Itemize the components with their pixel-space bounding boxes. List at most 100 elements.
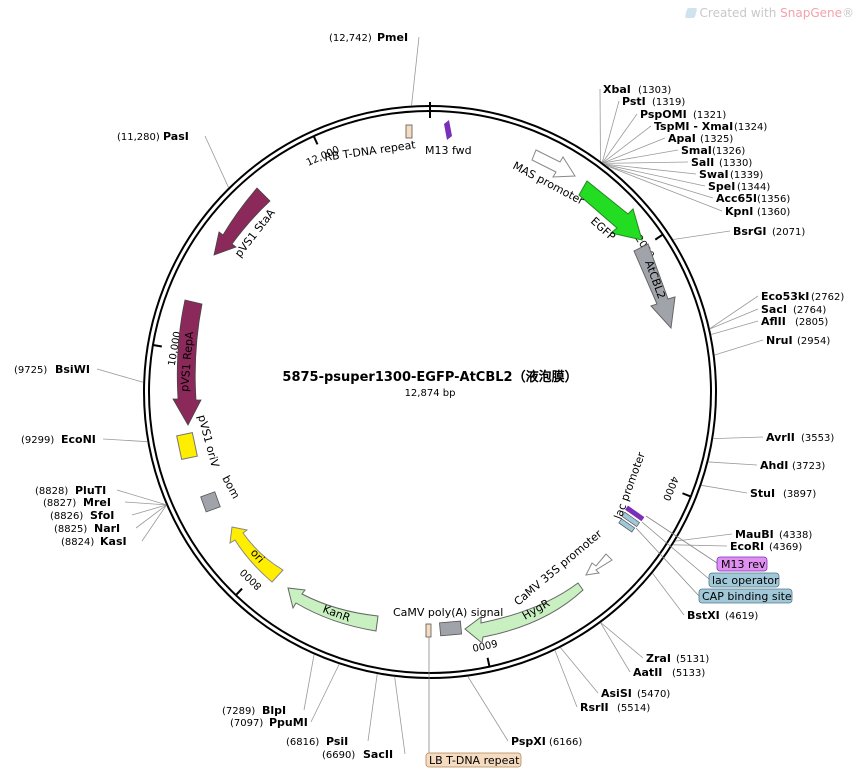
feature-label: pVS1 RepA [178,330,196,392]
plasmid-title: 5875-psuper1300-EGFP-AtCBL2（液泡膜） [282,369,577,385]
svg-text:(8828): (8828) [35,486,68,497]
site-leader-line [467,676,509,742]
svg-text:AsiSI: AsiSI [601,687,632,700]
svg-text:(8824): (8824) [61,537,94,548]
svg-text:(1330): (1330) [719,158,752,169]
site-avrii: AvrII(3553) [766,431,834,444]
site-pluti: (8828)PluTI [35,484,106,497]
site-leader-line [673,230,731,240]
site-leader-line [560,647,599,694]
svg-text:(5514): (5514) [617,703,650,714]
cap-binding-site-box [698,588,793,604]
svg-text:(1321): (1321) [693,110,726,121]
site-leader-line [713,436,764,440]
site-leader-line [303,654,315,711]
egfp-feature [578,180,643,241]
site-leader-line [554,650,578,708]
svg-text:(1324): (1324) [734,122,767,133]
site-leader-line [708,461,758,466]
svg-text:(1339): (1339) [730,170,763,181]
camv-polya-feature [439,620,463,637]
site-leader-line [602,113,638,163]
svg-text:StuI: StuI [750,487,775,500]
svg-text:(2762): (2762) [811,292,844,303]
svg-text:(1325): (1325) [700,134,733,145]
cap-binding-site-feature [618,518,636,533]
rb-tdna-repeat-feature [405,124,413,139]
svg-text:PpuMI: PpuMI [269,716,308,729]
tick-mark [152,343,163,348]
bom-feature [200,491,221,513]
site-mrei: (8827)MreI [43,496,111,509]
m13-rev-label: M13 rev [721,558,766,571]
site-leader-line [116,489,167,506]
watermark-brand: SnapGene [780,6,842,20]
feature-label: CaMV poly(A) signal [393,606,503,619]
lb-tdna-repeat-label: LB T-DNA repeat [429,754,520,767]
site-aflii: AflII(2805) [761,315,828,328]
svg-text:(2805): (2805) [795,317,828,328]
svg-text:ApaI: ApaI [668,132,696,145]
svg-text:(6816): (6816) [286,737,319,748]
pvs1-repa-feature [172,299,203,426]
site-asisi: AsiSI(5470) [601,687,670,700]
lac-operator-label: lac operator [712,574,779,587]
site-leader-line [604,163,697,175]
site-sfoi: (8826)SfoI [50,509,114,522]
site-leader-line [600,622,644,659]
tick-mark [312,135,319,145]
svg-text:SwaI: SwaI [699,168,729,181]
site-kasi: (8824)KasI [61,535,127,548]
svg-text:NarI: NarI [94,522,120,535]
svg-text:(2954): (2954) [797,336,830,347]
svg-text:AatII: AatII [633,666,662,679]
site-sali: SalI(1330) [691,156,752,169]
feature-label: M13 fwd [425,144,472,157]
svg-text:EcoRI: EcoRI [730,540,764,553]
atcbl2-feature [633,243,676,330]
site-tspmi-xmai: TspMI - XmaI(1324) [654,120,767,133]
site-leader-line [102,438,148,443]
site-xbai: XbaI(1303) [603,83,671,96]
site-blpi: (7289)BlpI [222,704,286,717]
cap-binding-site-label: CAP binding site [702,590,792,603]
site-leader-line [652,573,685,616]
svg-text:Eco53kI: Eco53kI [761,290,809,303]
site-saci: SacI(2764) [761,303,826,316]
svg-text:(8826): (8826) [50,511,83,522]
svg-text:(1360): (1360) [757,207,790,218]
site-acc65i: Acc65I(1356) [716,192,790,205]
svg-text:KpnI: KpnI [725,205,753,218]
site-leader-line [602,149,679,164]
site-leader-line [701,484,748,494]
tick-mark [235,587,243,596]
site-leader-line [204,135,229,188]
feature-label: bom [219,473,242,501]
ori-feature [229,526,284,583]
m13-fwd-feature [444,120,452,140]
site-leader-line [310,664,340,723]
site-ecori: EcoRI(4369) [730,540,802,553]
features [172,120,676,644]
site-leader-line [602,137,666,164]
svg-text:SacI: SacI [761,303,787,316]
site-pspxi: PspXI(6166) [511,735,582,748]
site-leader-line [606,165,723,212]
site-econi: (9299)EcoNI [21,433,96,446]
svg-text:SacII: SacII [363,748,393,761]
svg-text:(6166): (6166) [549,737,582,748]
site-rsrii: RsrII(5514) [580,701,650,714]
svg-text:PmeI: PmeI [377,31,408,44]
feature-label: RB T-DNA repeat [324,138,418,164]
svg-text:(3897): (3897) [783,489,816,500]
site-leader-line [96,368,144,383]
site-aatii: AatII(5133) [633,666,705,679]
site-leader-line [709,308,759,330]
boxed-labels: M13 rev lac operator CAP binding site LB… [425,515,793,768]
svg-text:(12,742): (12,742) [329,33,372,44]
site-bsrgi: BsrGI(2071) [733,225,805,238]
tick-mark [486,657,491,667]
site-pmei: (12,742) PmeI [329,31,408,44]
svg-text:XbaI: XbaI [603,83,631,96]
site-pasi: (11,280)PasI [117,130,189,143]
